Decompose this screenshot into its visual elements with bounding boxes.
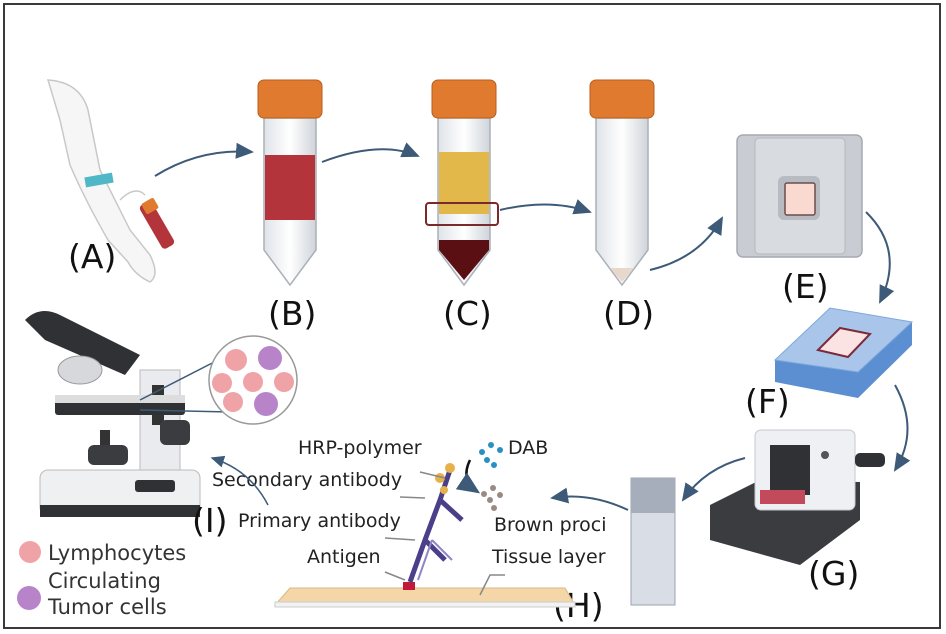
- microscope: [25, 311, 201, 517]
- annotation-hrp-polymer: HRP-polymer: [298, 437, 422, 459]
- brown-deposit-dots: [481, 485, 503, 511]
- arrow-g-to-h: [681, 457, 746, 502]
- step-label-e: (E): [782, 267, 829, 306]
- magnified-cell-view: [139, 335, 298, 425]
- legend-lymphocytes: Lymphocytes: [48, 541, 186, 565]
- arrow-f-to-g: [893, 384, 911, 472]
- legend-tumor-swatch: [17, 586, 41, 610]
- dab-dots: [479, 442, 503, 468]
- ihc-schematic: [273, 442, 576, 608]
- antigen-marker: [403, 582, 415, 590]
- arm-blood-draw-illustration: [46, 79, 175, 283]
- arrow-b-to-c: [321, 142, 420, 163]
- legend: Lymphocytes Circulating Tumor cells: [17, 541, 186, 619]
- step-label-f: (F): [745, 382, 790, 421]
- annotation-tissue-layer: Tissue layer: [491, 546, 606, 568]
- step-label-b: (B): [268, 294, 316, 333]
- arrow-ihc-to-microscope: [210, 455, 269, 506]
- tube-whole-blood: [257, 79, 323, 287]
- annotation-secondary-antibody: Secondary antibody: [212, 469, 402, 491]
- arrow-h-to-ihc: [550, 487, 629, 511]
- legend-lymphocyte-swatch: [19, 541, 41, 563]
- glass-slide: [630, 477, 676, 606]
- annotation-dab: DAB: [508, 437, 548, 459]
- cold-plate: [773, 307, 914, 398]
- annotation-primary-antibody: Primary antibody: [238, 510, 401, 532]
- tube-isolated-cells: [589, 79, 655, 287]
- annotation-antigen: Antigen: [307, 546, 381, 568]
- step-label-i: (I): [192, 501, 227, 540]
- embedding-cassette: [736, 134, 863, 258]
- step-label-a: (A): [68, 237, 116, 276]
- annotation-brown-proci: Brown proci: [494, 514, 606, 536]
- tube-centrifuged: [425, 79, 499, 287]
- step-label-g: (G): [808, 554, 859, 593]
- arrow-a-to-b: [154, 142, 254, 177]
- arrow-c-to-d: [499, 199, 592, 215]
- microtome: [710, 429, 885, 565]
- step-label-d: (D): [603, 294, 654, 333]
- arrow-e-to-f: [865, 211, 895, 304]
- step-label-c: (C): [443, 294, 492, 333]
- legend-ctc-line1: Circulating: [48, 569, 161, 593]
- arrow-d-to-e: [649, 216, 723, 271]
- legend-ctc-line2: Tumor cells: [47, 595, 167, 619]
